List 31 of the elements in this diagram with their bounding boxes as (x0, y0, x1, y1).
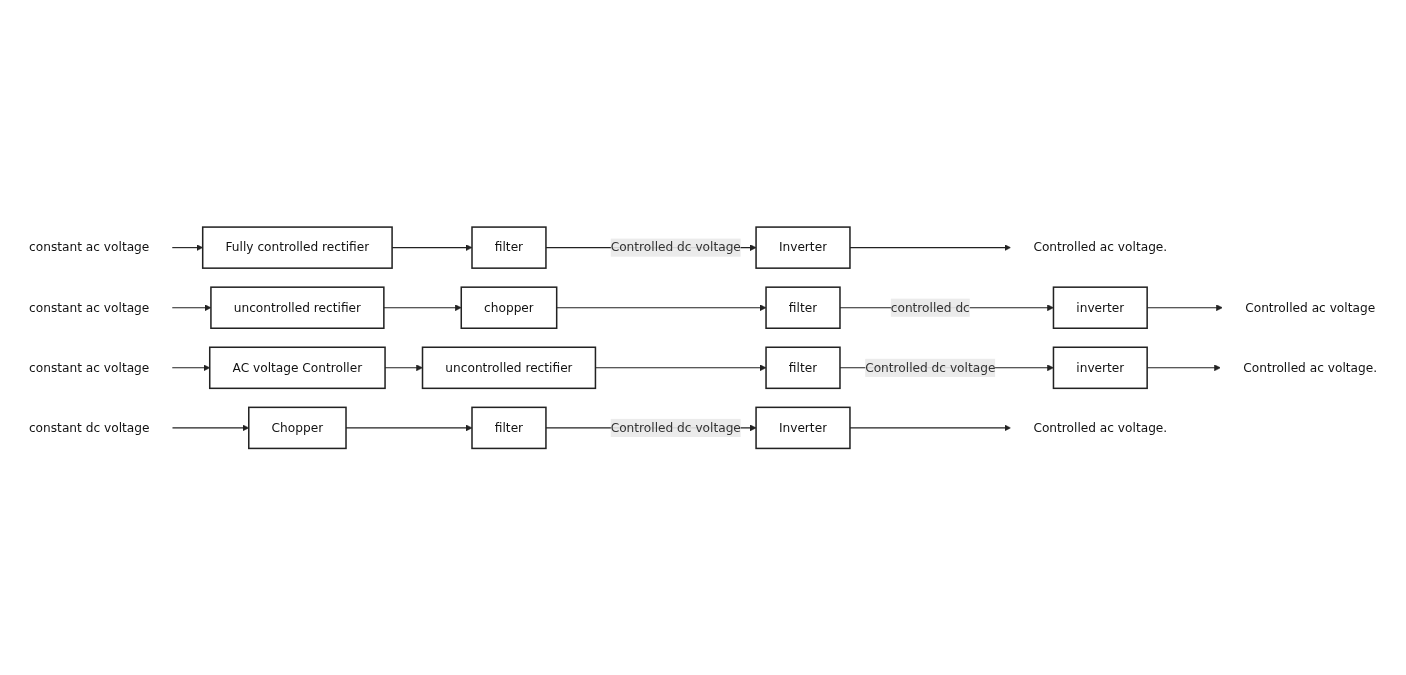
node-box: AC voltage Controller (209, 346, 386, 389)
node-text: Controlled ac voltage. (1033, 420, 1168, 435)
node-box: filter (471, 226, 547, 269)
node-box: Inverter (755, 226, 851, 269)
edge-label: Controlled dc voltage (610, 239, 741, 255)
node-box: inverter (1052, 346, 1148, 389)
node-box: chopper (460, 286, 558, 329)
node-box: Fully controlled rectifier (201, 226, 393, 269)
arrow (383, 304, 462, 311)
arrow (849, 244, 1011, 251)
node-text: constant ac voltage (29, 239, 150, 255)
edge-label: Controlled dc voltage (610, 420, 741, 435)
node-text: Controlled ac voltage. (1033, 239, 1168, 255)
arrow (849, 424, 1011, 431)
arrow (556, 304, 767, 311)
node-box: uncontrolled rectifier (210, 286, 385, 329)
node-box: uncontrolled rectifier (421, 346, 597, 389)
node-box: filter (765, 346, 841, 389)
node-box: Chopper (248, 406, 347, 449)
node-box: inverter (1052, 286, 1148, 329)
node-text: constant ac voltage (29, 299, 150, 315)
node-box: filter (765, 286, 841, 329)
edge-label: Controlled dc voltage (865, 359, 996, 375)
node-text: constant dc voltage (28, 420, 150, 435)
node-text: Controlled ac voltage. (1243, 359, 1378, 375)
node-box: Inverter (755, 406, 851, 449)
node-box: filter (471, 406, 547, 449)
edge-label: controlled dc (890, 299, 970, 315)
node-text: constant ac voltage (29, 359, 150, 375)
arrow (171, 244, 203, 251)
node-text: Controlled ac voltage (1245, 299, 1376, 315)
